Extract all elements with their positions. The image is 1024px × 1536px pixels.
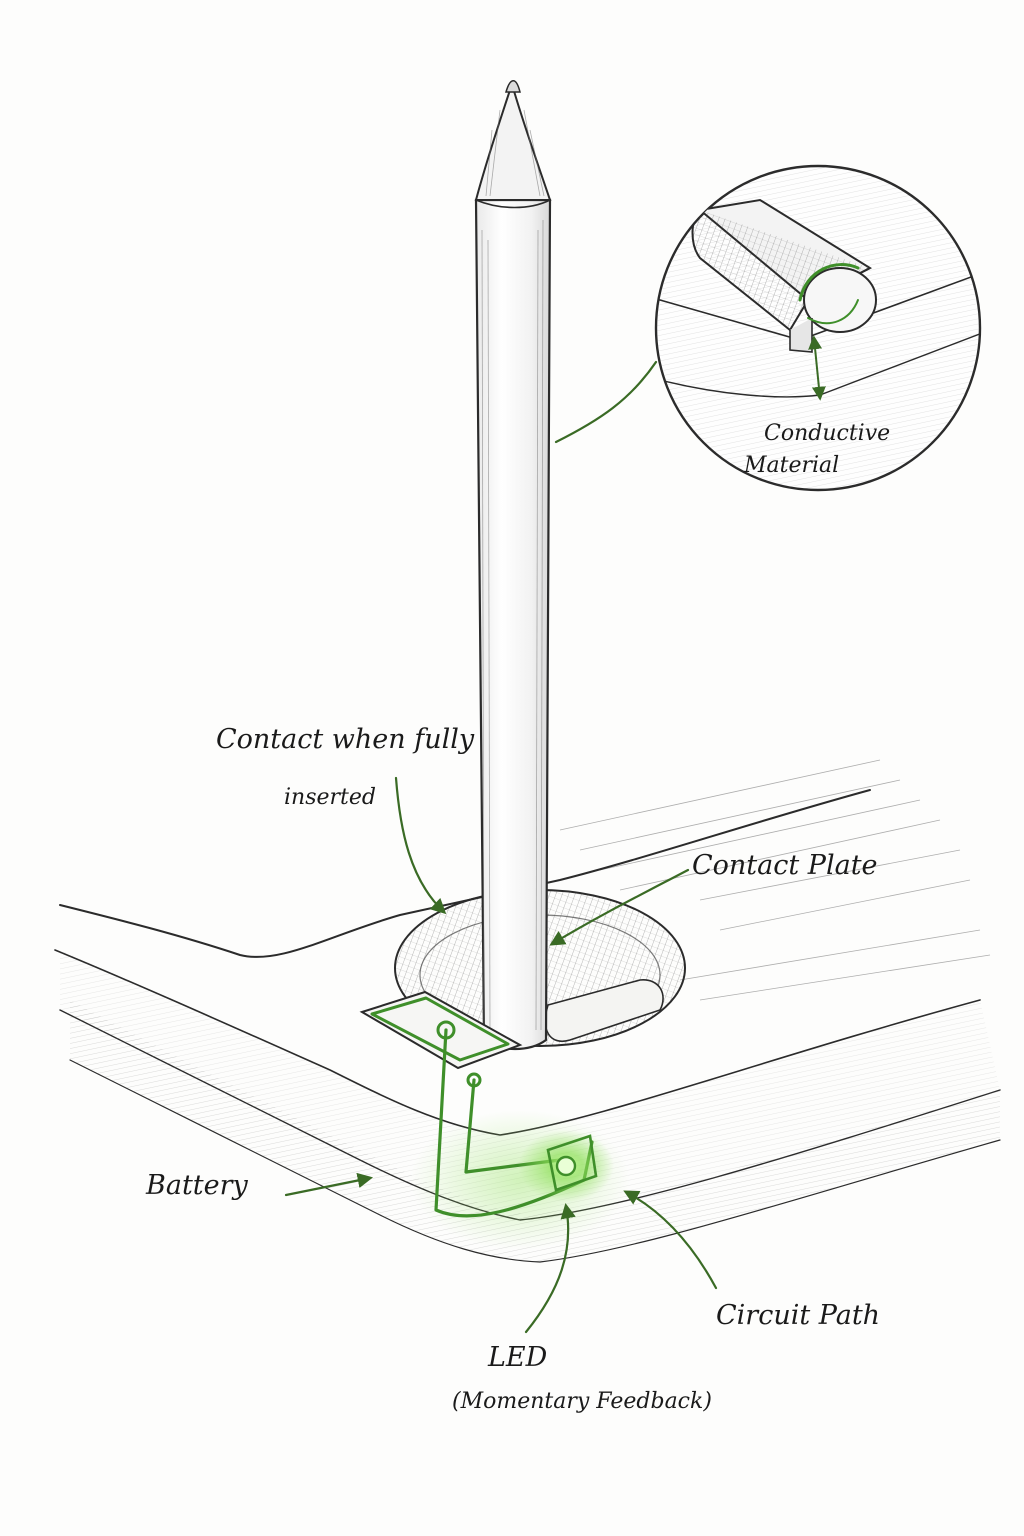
conductive-material-label-line2: Material [743,453,839,478]
base-top-edge [59,789,871,958]
battery-label: Battery [145,1170,249,1201]
arrow-contact-inserted [394,776,447,915]
detail-callout-icon [554,164,982,492]
stylus-pen-icon [474,80,552,1050]
contact-plate-label: Contact Plate [692,850,878,881]
contact-when-inserted-label-line2: inserted [284,785,376,810]
callout-connector [554,360,658,444]
arrow-contact-plate [549,868,690,946]
contact-plate-highlight [370,996,510,1062]
circuit-path-label: Circuit Path [716,1300,880,1331]
dock-base [54,759,1001,1263]
base-bevel-shading [60,950,1000,1220]
conductive-material-label-line1: Conductive [764,421,890,446]
led-label-line2: (Momentary Feedback) [452,1389,712,1414]
contact-when-inserted-label-line1: Contact when fully [216,724,475,755]
arrow-led [524,1202,576,1334]
arrow-circuit-path [623,1190,718,1290]
contact-plate [359,990,523,1070]
arrow-battery [284,1172,374,1197]
annotation-arrows [284,776,718,1334]
base-front-shading [70,1000,1000,1262]
led-label-line1: LED [487,1342,548,1373]
led-light-icon [518,1130,614,1202]
